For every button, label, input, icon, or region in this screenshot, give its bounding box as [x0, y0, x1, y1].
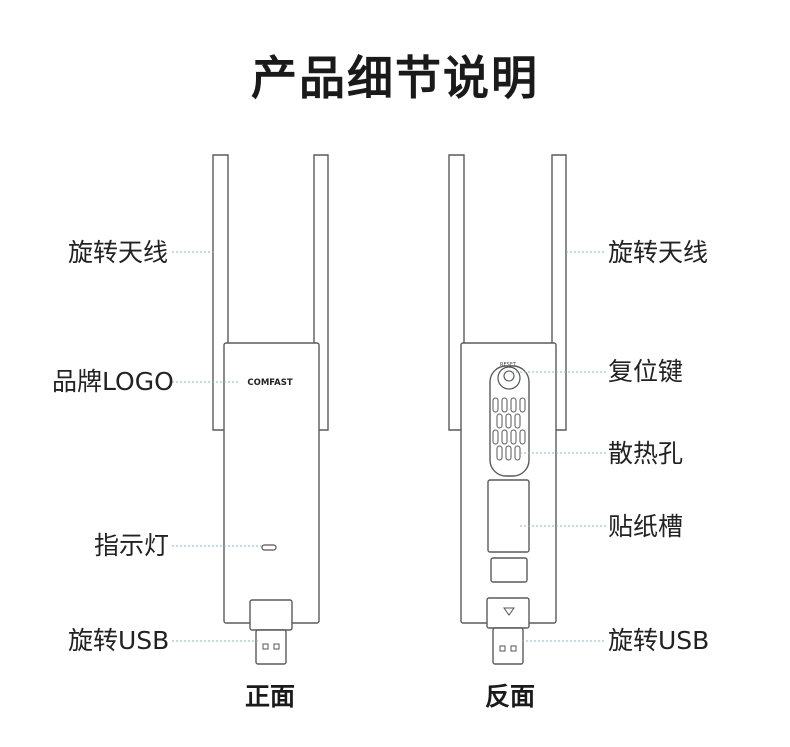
front-usb-connector [255, 629, 287, 665]
label-back-reset: 复位键 [608, 357, 684, 386]
page-title: 产品细节说明 [251, 51, 539, 105]
indicator-light [261, 544, 277, 551]
back-device: RESET [448, 154, 567, 665]
label-back-antenna: 旋转天线 [608, 238, 709, 267]
vent-holes [492, 397, 526, 461]
label-front-usb: 旋转USB [68, 626, 170, 655]
label-front-logo: 品牌LOGO [52, 367, 174, 396]
front-device: COMFAST [212, 154, 329, 665]
label-front-indicator: 指示灯 [94, 531, 170, 560]
label-back-usb: 旋转USB [608, 626, 710, 655]
caption-front: 正面 [244, 682, 295, 711]
back-usb-connector [492, 627, 524, 665]
brand-logo: COMFAST [247, 378, 292, 388]
front-usb-swivel [249, 599, 293, 631]
label-front-antenna: 旋转天线 [68, 238, 169, 267]
label-back-vents: 散热孔 [608, 439, 684, 468]
label-back-sticker: 贴纸槽 [608, 512, 684, 541]
front-leaders [172, 251, 262, 642]
sticker-slot [487, 479, 530, 553]
back-leaders [512, 251, 606, 642]
caption-back: 反面 [484, 682, 535, 711]
reset-text: RESET [500, 362, 517, 368]
